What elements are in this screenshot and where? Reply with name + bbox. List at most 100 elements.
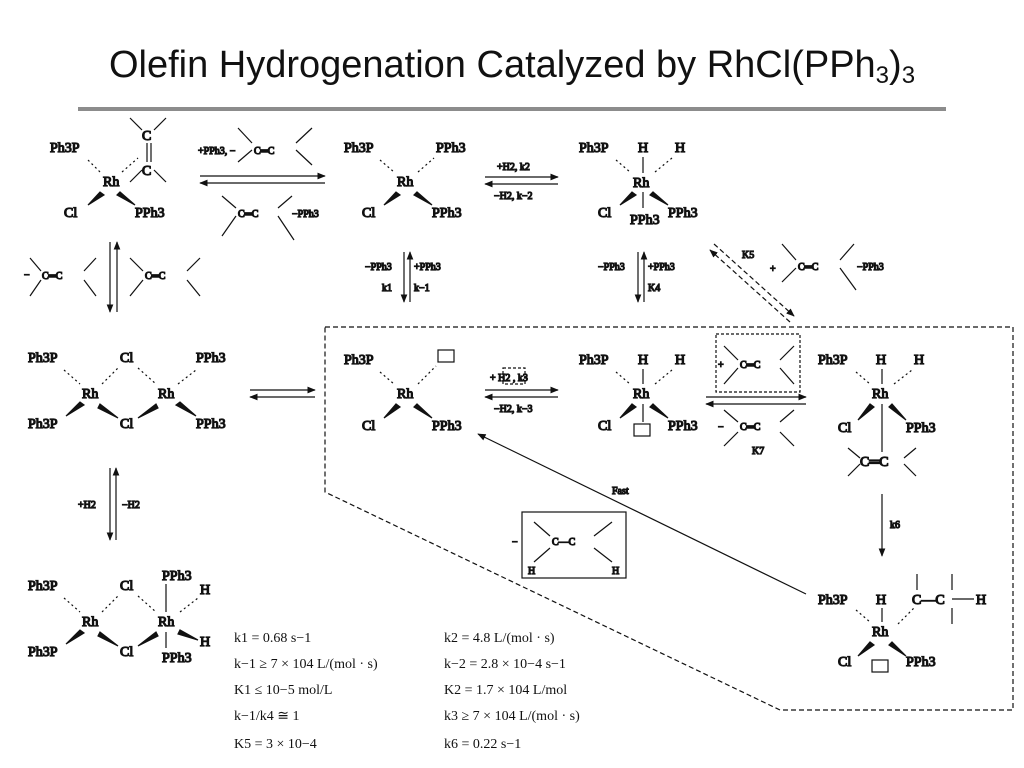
wedge-bond — [649, 403, 669, 419]
plus-sign: + — [770, 264, 776, 275]
wedge-bond — [65, 629, 86, 645]
bond — [593, 547, 613, 563]
metal-label: Rh — [397, 387, 413, 402]
metal-label: Rh — [158, 387, 174, 402]
wedge-bond — [65, 401, 86, 417]
bond — [177, 369, 197, 385]
bond — [903, 463, 917, 477]
olefin-label: C═C — [860, 455, 889, 470]
ligand-label: Ph3P — [344, 353, 374, 368]
arrow-label: Fast — [612, 486, 629, 497]
bond — [29, 257, 42, 272]
arrow-label: +PPh3 — [648, 262, 675, 273]
wedge-bond — [137, 403, 159, 419]
ligand-label: Cl — [838, 421, 851, 436]
equilibrium-k4: −PPh3 +PPh3 K4 — [597, 251, 675, 303]
wedge-bond — [649, 191, 669, 206]
bond — [277, 195, 293, 209]
bond — [221, 215, 237, 237]
alkyl-hydride-complex: Ph3P H Rh Cl PPh3 C—C H — [817, 574, 987, 673]
atom-label: C — [142, 164, 151, 179]
bond — [129, 279, 144, 297]
ligand-label: PPh3 — [432, 419, 462, 434]
bond — [847, 463, 861, 477]
arrow-label: −PPh3 — [857, 262, 884, 273]
arrow-label: + H2 , k3 — [490, 373, 528, 384]
bond — [903, 447, 917, 459]
olefin-dihydride-complex: Ph3P H H Rh Cl PPh3 C═C — [817, 352, 936, 477]
arrow-label: −H2 — [122, 500, 140, 511]
olefin-equilibrium-left: − C═C C═C — [23, 241, 201, 313]
bond — [779, 345, 795, 361]
constant-K1: K1 ≤ 10−5 mol/L — [234, 683, 332, 698]
bond — [379, 159, 395, 173]
bridging-ligand-label: Cl — [120, 351, 133, 366]
bond — [63, 369, 81, 385]
rate-label: k−1 — [414, 283, 430, 294]
wedge-bond — [137, 631, 159, 647]
bond — [137, 367, 157, 385]
ligand-label: PPh3 — [630, 213, 660, 228]
ligand-label: Ph3P — [818, 353, 848, 368]
wedge-bond — [857, 403, 875, 421]
metal-label: Rh — [633, 176, 649, 191]
alkane-box — [521, 511, 627, 579]
bond — [379, 371, 395, 385]
bond — [779, 409, 795, 423]
bond — [186, 279, 201, 297]
dihydride-vacant-complex: Ph3P H H Rh Cl PPh3 — [578, 352, 698, 437]
equilibrium-dimer-h2: +H2 −H2 — [77, 467, 140, 541]
ligand-label: Cl — [598, 206, 611, 221]
dashed-reverse-arrow — [709, 249, 791, 323]
bridging-ligand-label: Cl — [120, 417, 133, 432]
constant-k-minus-2: k−2 = 2.8 × 10−4 s−1 — [444, 657, 566, 672]
bond — [137, 595, 157, 613]
hydride-label: H — [914, 353, 924, 368]
ligand-label: PPh3 — [162, 651, 192, 666]
wedge-bond — [87, 191, 106, 206]
wedge-bond — [619, 191, 638, 206]
metal-label: Rh — [158, 615, 174, 630]
constant-k-minus-1: k−1 ≥ 7 × 104 L/(mol · s) — [234, 657, 378, 672]
alkane-label: C—C — [552, 537, 576, 548]
fast-elimination: Fast − C—C H H — [477, 433, 807, 595]
bond — [855, 609, 871, 623]
arrow-label: −H2, k−2 — [494, 191, 533, 202]
equilibrium-k3: + H2 , k3 −H2, k−3 — [484, 367, 559, 416]
constant-k3: k3 ≥ 7 × 104 L/(mol · s) — [444, 709, 580, 724]
bond — [839, 243, 855, 261]
bond — [221, 195, 237, 209]
ligand-label: Ph3P — [28, 579, 58, 594]
arrow-label: −PPh3 — [598, 262, 625, 273]
plus-sign: + — [718, 360, 724, 371]
bond — [654, 369, 673, 385]
wedge-bond — [383, 191, 402, 206]
arrow-label: +H2 — [78, 500, 96, 511]
olefin-label: C═C — [254, 146, 275, 157]
bond — [101, 595, 119, 613]
wedge-bond — [97, 631, 119, 647]
ligand-label: PPh3 — [135, 206, 165, 221]
ligand-label: PPh3 — [906, 421, 936, 436]
bond — [87, 159, 101, 173]
step-k6: k6 — [878, 494, 901, 557]
wedge-bond — [174, 401, 197, 417]
bond — [153, 169, 167, 183]
ligand-label: Ph3P — [28, 351, 58, 366]
minus-sign: − — [718, 422, 724, 433]
atom-label: C — [142, 129, 151, 144]
constant-K2: K2 = 1.7 × 104 L/mol — [444, 683, 567, 698]
olefin-label: C═C — [42, 271, 63, 282]
hydride-label: H — [675, 353, 685, 368]
constant-K5: K5 = 3 × 10−4 — [234, 737, 317, 752]
bond — [295, 127, 313, 144]
rate-label: k1 — [382, 283, 392, 294]
arrow-label: +H2, k2 — [497, 162, 530, 173]
chloro-bridged-dimer: Ph3P Cl PPh3 Rh Rh Ph3P Cl PPh3 — [27, 350, 226, 432]
bond — [63, 597, 81, 613]
title-subscript-1: 3 — [875, 62, 890, 89]
bond — [83, 279, 97, 297]
metal-label: Rh — [103, 175, 119, 190]
ligand-label: Cl — [362, 206, 375, 221]
